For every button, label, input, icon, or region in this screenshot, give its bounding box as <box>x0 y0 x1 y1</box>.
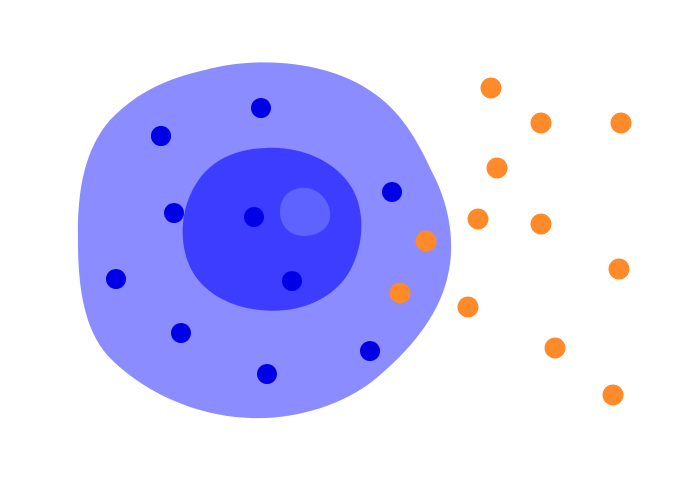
cell-nucleus <box>182 147 362 311</box>
outside-particle <box>486 157 508 179</box>
outside-particle <box>457 296 479 318</box>
outside-particle <box>608 258 630 280</box>
outside-particle <box>467 208 489 230</box>
cell-nucleolus <box>280 187 331 236</box>
outside-particle <box>480 77 502 99</box>
outside-particles-group <box>389 77 632 406</box>
outside-particle <box>602 384 624 406</box>
inner-dot <box>244 207 264 227</box>
inner-dot <box>360 341 380 361</box>
inner-dot <box>251 98 271 118</box>
inner-dot <box>164 203 184 223</box>
inner-dot <box>151 126 171 146</box>
outside-particle <box>530 213 552 235</box>
inner-dots-group <box>106 98 402 384</box>
inner-dot <box>106 269 126 289</box>
outside-particle <box>544 337 566 359</box>
inner-dot <box>382 182 402 202</box>
outside-particle <box>610 112 632 134</box>
inner-dot <box>257 364 277 384</box>
inner-dot <box>282 271 302 291</box>
inner-dot <box>171 323 191 343</box>
outside-particle <box>389 282 411 304</box>
outside-particle <box>530 112 552 134</box>
outside-particle <box>415 230 437 252</box>
